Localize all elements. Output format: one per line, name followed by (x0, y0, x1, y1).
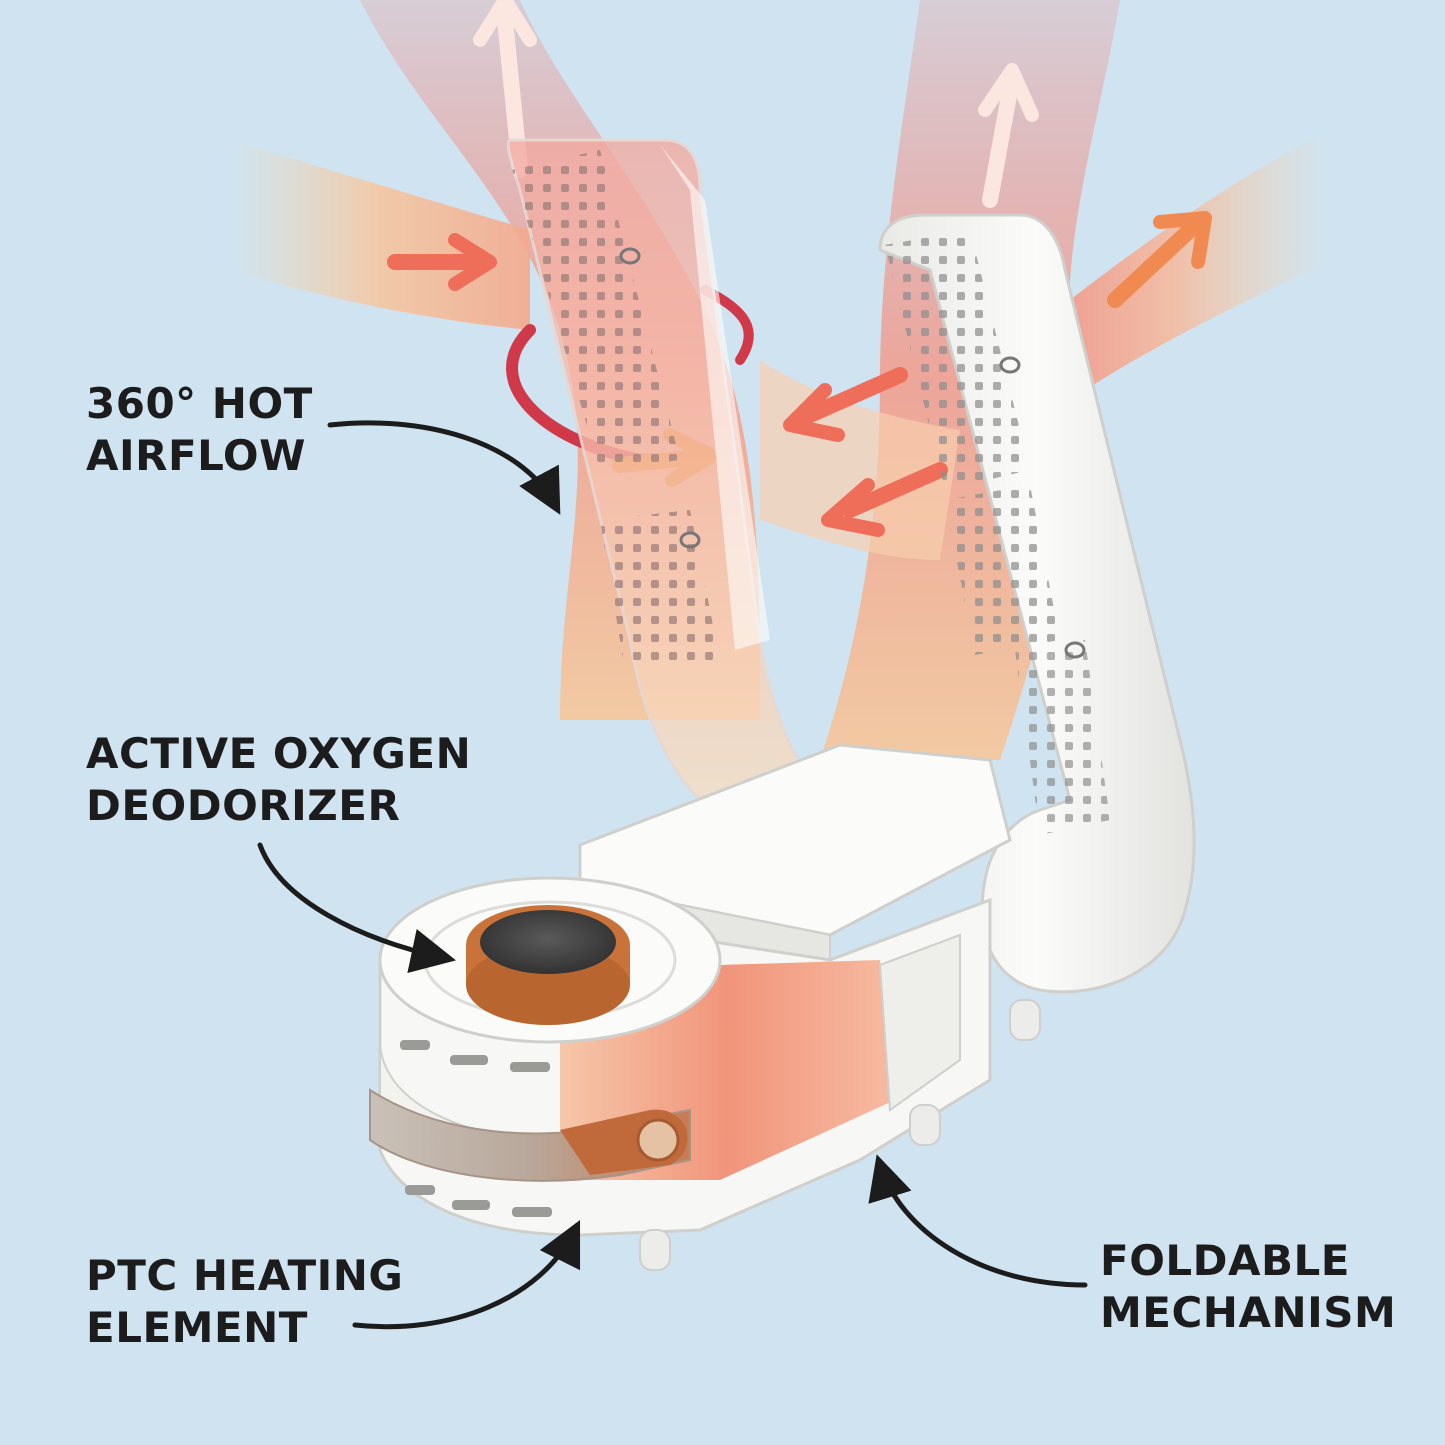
label-deodorizer: ACTIVE OXYGEN DEODORIZER (86, 728, 471, 832)
label-foldable-mechanism: FOLDABLE MECHANISM (1100, 1235, 1396, 1339)
airflow-arrow-icon (783, 367, 908, 442)
airflow-arrow-icon (387, 233, 497, 291)
air-vents (400, 1040, 552, 1217)
label-hot-airflow-line1: 360° HOT (86, 379, 313, 428)
dryer-base-unit (369, 743, 1041, 1271)
active-oxygen-deodorizer (480, 910, 616, 974)
callout-arrow-icon (257, 842, 457, 974)
label-foldable-mechanism-line1: FOLDABLE (1100, 1236, 1350, 1285)
label-deodorizer-line1: ACTIVE OXYGEN (86, 729, 472, 778)
label-foldable-mechanism-line2: MECHANISM (1100, 1288, 1397, 1337)
label-deodorizer-line2: DEODORIZER (86, 781, 401, 830)
hot-air-plumes (230, 0, 1330, 760)
right-dryer-tube (878, 213, 1196, 994)
label-ptc-heating: PTC HEATING ELEMENT (86, 1250, 403, 1354)
label-hot-airflow-line2: AIRFLOW (86, 431, 306, 480)
callout-arrow-icon (352, 1219, 581, 1330)
label-ptc-heating-line1: PTC HEATING (86, 1251, 404, 1300)
callout-leaders (257, 420, 1088, 1330)
airflow-arrow-icon (821, 462, 948, 537)
label-ptc-heating-line2: ELEMENT (86, 1303, 308, 1352)
callout-arrow-icon (868, 1154, 1088, 1288)
callout-arrow-icon (327, 420, 561, 515)
label-hot-airflow: 360° HOT AIRFLOW (86, 378, 313, 482)
airflow-arrow-icon (978, 63, 1039, 208)
airflow-arrow-icon (1107, 211, 1212, 308)
